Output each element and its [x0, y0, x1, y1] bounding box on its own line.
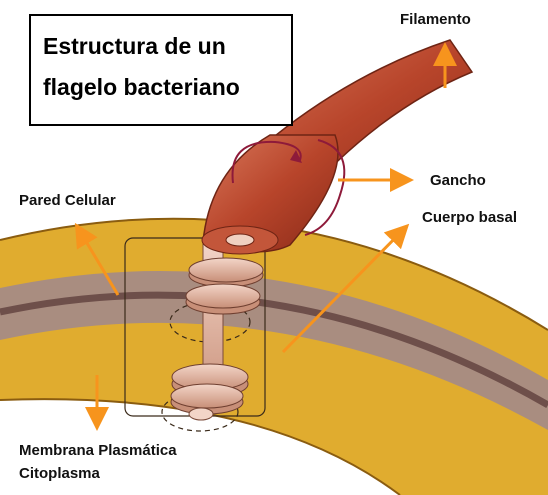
- basal-ring-2: [186, 284, 260, 314]
- label-citoplasma: Citoplasma: [19, 465, 101, 482]
- title-box: Estructura de un flagelo bacteriano: [29, 14, 293, 126]
- label-pared-celular: Pared Celular: [19, 192, 116, 209]
- label-membrana-plasmatica: Membrana Plasmática: [19, 442, 177, 459]
- diagram-title: Estructura de un flagelo bacteriano: [43, 26, 287, 108]
- label-cuerpo-basal: Cuerpo basal: [422, 209, 517, 226]
- rod-end: [189, 408, 213, 420]
- label-filamento: Filamento: [400, 11, 471, 28]
- basal-ring-1: [189, 258, 263, 287]
- hook-base-inner: [226, 234, 254, 246]
- label-gancho: Gancho: [430, 172, 486, 189]
